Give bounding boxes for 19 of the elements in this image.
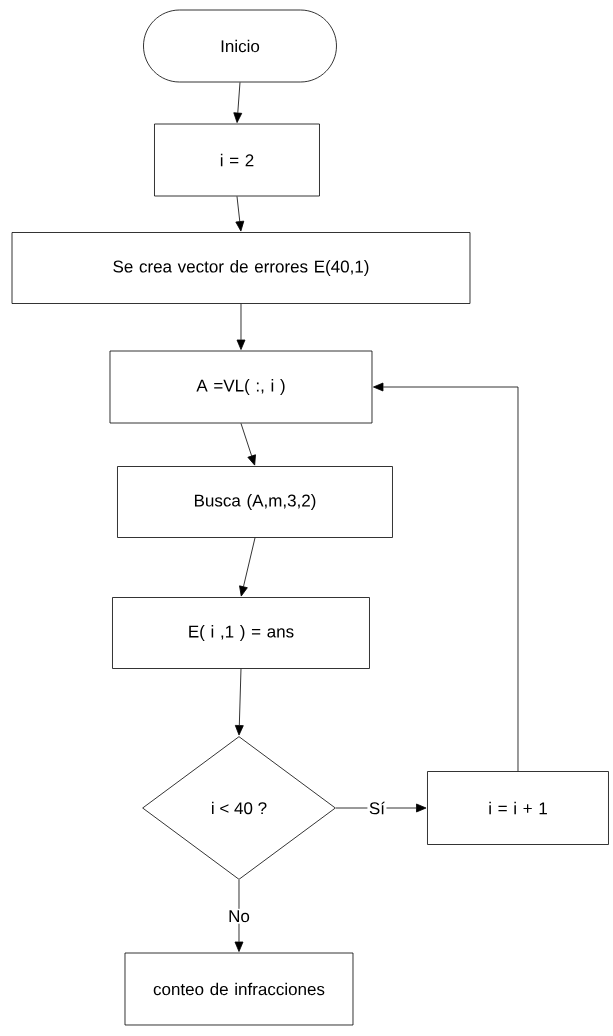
process-box: i = 2 — [154, 123, 320, 197]
process-box: conteo de infracciones — [124, 952, 354, 1026]
process-box: A =VL( :, i ) — [109, 350, 373, 424]
start-terminal: Inicio — [143, 9, 337, 83]
arrow — [335, 803, 427, 813]
process-box: E( i ,1 ) = ans — [112, 597, 370, 669]
process-box: Se crea vector de errores E(40,1) — [11, 232, 471, 304]
arrow — [239, 537, 256, 597]
arrow — [373, 382, 519, 772]
arrow — [236, 303, 246, 350]
process-box: Busca (A,m,3,2) — [117, 466, 393, 538]
arrow — [235, 196, 245, 232]
arrow — [234, 879, 244, 952]
arrow — [234, 668, 244, 736]
arrow — [233, 82, 243, 123]
arrow — [240, 423, 256, 466]
edge-label: Sí — [367, 800, 387, 816]
edge-label: No — [226, 908, 252, 924]
process-box: i = i + 1 — [427, 771, 609, 845]
